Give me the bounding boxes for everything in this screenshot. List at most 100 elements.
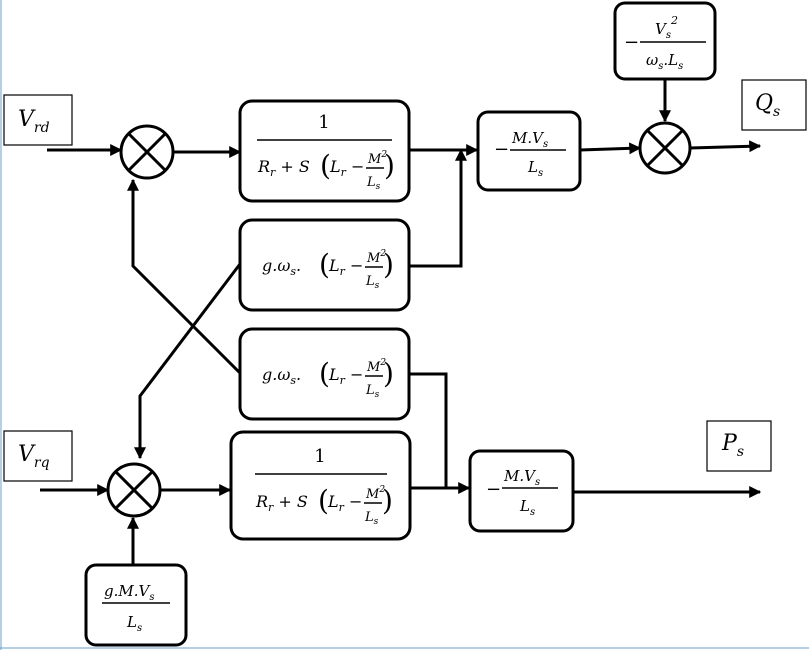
svg-text:Rr + S: Rr + S — [257, 157, 310, 179]
input-vrd-box: Vrd — [3, 94, 73, 146]
rotor-tf-lower-ls-sub: s — [374, 517, 379, 527]
rotor-tf-block-lower: 1 Rr + S ( Lr − M2 Ls ) — [229, 430, 412, 541]
rotor-tf-upper-paren-close: ) — [384, 149, 395, 182]
qoffset-dot: . — [663, 51, 668, 69]
gmvs-m: M — [117, 582, 134, 600]
coupling-lower-paren-close: ) — [383, 357, 394, 390]
rotor-tf-upper-ls-sub: s — [376, 182, 381, 192]
rotor-tf-lower-paren-close: ) — [382, 484, 393, 517]
svg-text:Vrd: Vrd — [18, 107, 50, 136]
rotor-tf-upper-m: M — [367, 152, 382, 167]
svg-text:Lr −: Lr − — [329, 157, 364, 179]
output-ps-subscript: s — [737, 444, 744, 460]
coupling-lower-ls: L — [365, 383, 375, 398]
input-vrd-subscript: rd — [34, 120, 50, 136]
input-vrq-box: Vrq — [3, 430, 73, 482]
wire-coupling2-to-sum1 — [127, 178, 242, 375]
coupling-lower-dot1: . — [272, 365, 277, 384]
qoffset-minus: − — [624, 32, 639, 53]
svg-text:M2: M2 — [366, 249, 386, 266]
summing-junction-lower — [106, 462, 162, 518]
svg-text:g.ωs.: g.ωs. — [262, 365, 301, 387]
gain-upper-m: M — [511, 129, 528, 147]
coupling-upper-omega-sub: s — [290, 265, 296, 278]
gain-upper-l-sub: s — [538, 168, 543, 179]
gmvs-v: V — [139, 582, 152, 600]
rotor-tf-lower-numerator: 1 — [314, 446, 325, 467]
coupling-upper-dot2: . — [296, 256, 301, 275]
svg-text:Ls: Ls — [366, 175, 381, 192]
gain-lower-v: V — [524, 467, 537, 485]
input-vrq-symbol: V — [18, 442, 36, 467]
q-offset-block: − Vs2 ωs.Ls — [613, 1, 717, 81]
svg-text:M.Vs: M.Vs — [503, 467, 540, 488]
output-qs-box: Qs — [741, 79, 807, 131]
rotor-tf-upper-paren-open: ( — [320, 149, 331, 182]
wire-sum3-to-qs — [689, 140, 762, 153]
rotor-tf-upper-l: L — [329, 157, 341, 176]
rotor-tf-block-upper: 1 Rr + S ( Lr − M2 Ls ) — [238, 99, 411, 203]
svg-text:g.M.Vs: g.M.Vs — [104, 582, 155, 603]
svg-text:Ls: Ls — [365, 383, 380, 400]
coupling-upper-m: M — [366, 251, 381, 266]
coupling-upper-ls-sub: s — [375, 281, 380, 291]
rotor-tf-lower-minus: − — [344, 492, 363, 511]
svg-text:Qs: Qs — [755, 91, 780, 120]
qoffset-v-sub: s — [666, 30, 671, 41]
rotor-tf-upper-r: R — [257, 157, 270, 176]
coupling-upper-minus: − — [345, 256, 364, 275]
svg-text:Ls: Ls — [519, 497, 535, 518]
summing-junction-upper — [119, 124, 175, 180]
gain-lower-l: L — [519, 497, 530, 515]
svg-text:Ls: Ls — [126, 613, 142, 634]
gain-upper-v: V — [532, 129, 545, 147]
gain-upper-dot: . — [527, 129, 532, 147]
qoffset-omega: ω — [646, 51, 658, 69]
svg-text:g.ωs.: g.ωs. — [262, 256, 301, 278]
coupling-upper-l: L — [328, 256, 340, 275]
output-ps-symbol: P — [721, 431, 738, 456]
coupling-upper-omega: ω — [277, 256, 290, 275]
gmvs-g: g — [104, 582, 114, 600]
coupling-lower-m-sup: 2 — [379, 358, 386, 368]
coupling-upper-dot1: . — [272, 256, 277, 275]
svg-text:Ls: Ls — [527, 158, 543, 179]
rotor-tf-upper-l-sub: r — [341, 166, 347, 179]
coupling-lower-minus: − — [345, 365, 364, 384]
rotor-tf-upper-numerator: 1 — [318, 112, 329, 133]
summing-junction-q — [638, 121, 692, 175]
qoffset-v-sup: 2 — [670, 14, 678, 27]
output-qs-subscript: s — [773, 104, 780, 120]
svg-text:Ls: Ls — [364, 510, 379, 527]
gain-upper-minus: − — [494, 139, 509, 160]
coupling-upper-paren-open: ( — [319, 248, 330, 281]
rotor-tf-upper-r-sub: r — [270, 166, 276, 179]
svg-text:Lr −: Lr − — [328, 256, 363, 278]
rotor-tf-upper-m-sup: 2 — [380, 150, 387, 160]
rotor-tf-upper-minus: − — [346, 157, 365, 176]
rotor-tf-lower-paren-open: ( — [318, 484, 329, 517]
svg-text:Lr −: Lr − — [328, 365, 363, 387]
gain-lower-dot: . — [519, 467, 524, 485]
rotor-tf-upper-plus-s: + S — [275, 157, 310, 176]
wire-coupling1-to-sum2 — [134, 263, 242, 460]
gmvs-l-sub: s — [137, 623, 142, 634]
qoffset-omega-sub: s — [658, 61, 663, 72]
coupling-lower-paren-open: ( — [319, 357, 330, 390]
input-vrd-symbol: V — [18, 107, 36, 132]
gain-lower-v-sub: s — [535, 477, 540, 488]
coupling-block-upper: g.ωs. ( Lr − M2 Ls ) — [238, 218, 411, 312]
qoffset-v: V — [655, 20, 668, 38]
wire-gain1-to-sum3 — [579, 142, 642, 155]
gmvs-l: L — [126, 613, 137, 631]
svg-text:Rr + S: Rr + S — [255, 492, 308, 514]
rotor-tf-lower-m: M — [365, 487, 380, 502]
rotor-tf-upper-ls: L — [366, 175, 376, 190]
gmvs-dot2: . — [134, 582, 139, 600]
rotor-tf-lower-ls: L — [364, 510, 374, 525]
svg-text:Vs2: Vs 2 — [655, 14, 678, 41]
coupling-upper-l-sub: r — [340, 265, 346, 278]
svg-text:M2: M2 — [366, 358, 386, 375]
coupling-lower-g: g — [262, 365, 272, 384]
coupling-upper-g: g — [262, 256, 272, 275]
